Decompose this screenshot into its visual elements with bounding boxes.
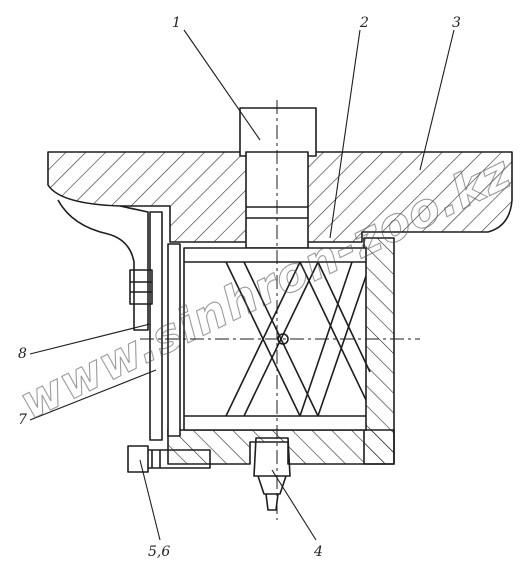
callout-1: 1: [172, 15, 181, 31]
shaft-upper: [239, 107, 317, 157]
callout-3: 3: [452, 15, 461, 31]
leader-7: [29, 369, 157, 421]
side-plate: [149, 211, 163, 441]
leader-56: [139, 459, 161, 541]
leader-8: [29, 323, 151, 355]
leader-3: [419, 29, 455, 171]
housing-bottom: [167, 429, 395, 465]
callout-4: 4: [313, 544, 323, 560]
housing-left-wall: [167, 243, 181, 437]
callout-8: 8: [18, 346, 27, 362]
callout-56: 5,6: [148, 544, 170, 560]
leader-1: [183, 29, 261, 141]
callout-7: 7: [18, 412, 27, 428]
leader-2: [329, 29, 361, 239]
left-bracket: [57, 199, 149, 331]
grease-nipple: [253, 437, 291, 511]
bottom-bolt: [127, 445, 211, 473]
callout-2: 2: [359, 15, 369, 31]
groove-x-right: [299, 261, 371, 417]
groove-x-left: [225, 261, 319, 417]
bracket-bolt: [129, 269, 153, 305]
leader-4: [271, 469, 317, 541]
